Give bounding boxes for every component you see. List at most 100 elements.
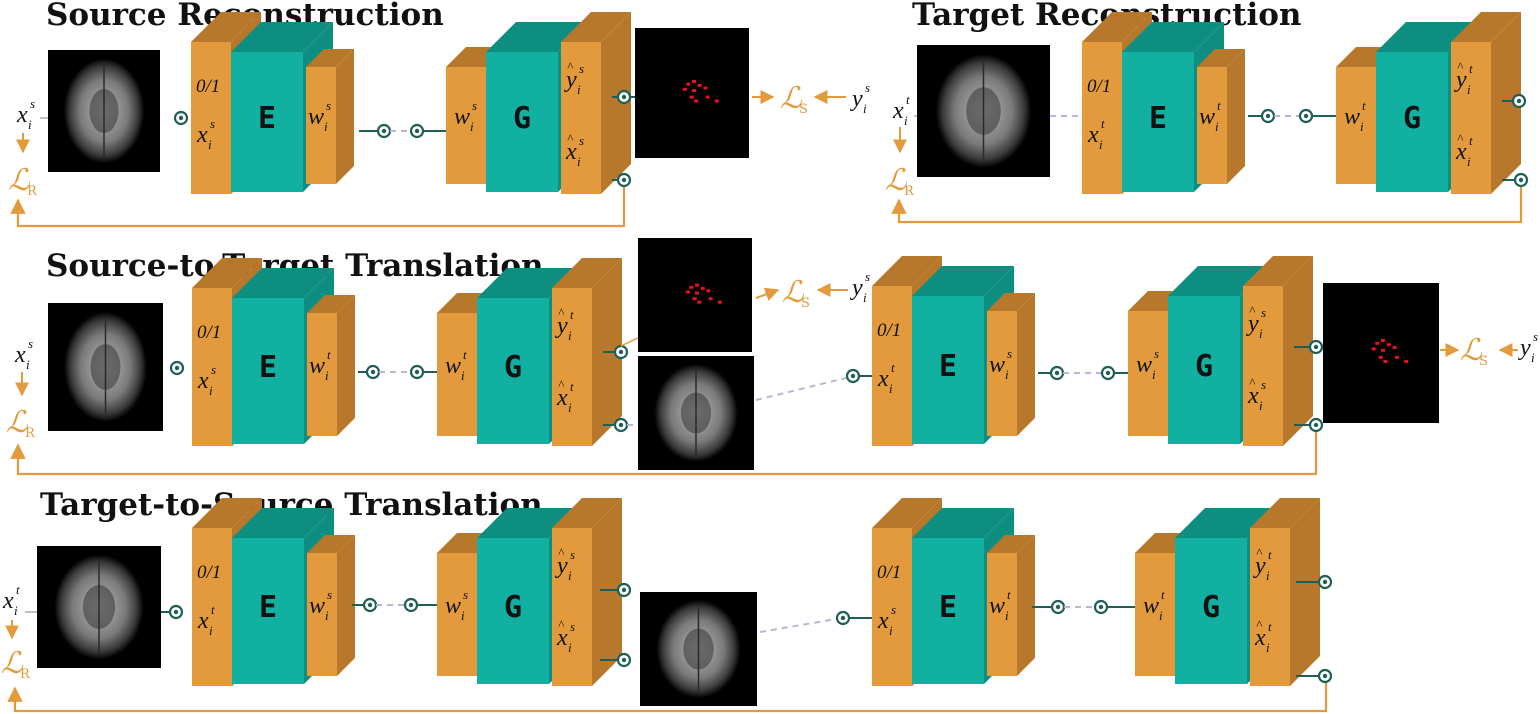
- r2-gen2-x-node: [1308, 417, 1324, 433]
- r2-seg-to-loss: [755, 287, 780, 301]
- r1t-enc-binary-label: 0/1: [1087, 76, 1111, 97]
- r2-gen2-latent-slab-front: [1128, 311, 1168, 436]
- r2-gen2-output-slab-side: [1283, 256, 1313, 446]
- r2-predicted-seg-lesion-5: [685, 290, 690, 294]
- r3-enc2-out-node: [1050, 599, 1066, 615]
- r1-gen-xhat-label-index: i: [577, 154, 581, 169]
- r2-enc2-input-slab-front: [872, 286, 912, 446]
- r3-loss-r-subscript: R: [20, 667, 31, 682]
- r1-gen-w-label-index: i: [470, 119, 474, 134]
- r1-gen-yhat-label-index: i: [577, 82, 581, 97]
- r3-enc-input-slab-top: [192, 498, 262, 528]
- r2-predicted-seg-2-lesion-9: [1378, 355, 1383, 359]
- r2-predicted-seg-2-lesion-6: [1394, 355, 1399, 359]
- r3-enc2-out-node-dot: [1055, 604, 1061, 610]
- r2-loss-s: ℒS: [782, 275, 810, 311]
- r1-gen-output-slab: [561, 12, 631, 194]
- r1-gen-yhat-label-symbol: y: [564, 67, 577, 93]
- r2-enc-out-node-dot: [370, 369, 376, 375]
- r2-enc-input-slab-front: [192, 288, 232, 446]
- r2-enc2-x-label-index: i: [889, 381, 893, 396]
- r2-enc2-latent-slab-top: [987, 293, 1035, 311]
- r2-predicted-seg-lesion-2: [700, 287, 705, 291]
- r3-gen2-in-node-dot: [1098, 604, 1104, 610]
- r3-translated-dash: [759, 618, 837, 633]
- r3-enc-encoder-letter: E: [259, 590, 277, 625]
- r2-enc2-teal-block-top: [912, 266, 1014, 296]
- r1-label-y-symbol: y: [850, 86, 863, 112]
- r1-gen-output-slab-top: [561, 12, 631, 42]
- r1t-gen-latent-slab-front: [1336, 67, 1376, 184]
- r1-source-mri: [48, 50, 160, 172]
- r3-input-x-symbol: x: [2, 588, 14, 614]
- r2-predicted-seg-2: [1323, 283, 1439, 423]
- r2-gen-output-slab-top: [552, 258, 622, 288]
- r2-gen2-in-node: [1100, 365, 1116, 381]
- r1-predicted-seg-lesion-5: [682, 87, 687, 91]
- r1-enc-w-label-symbol: w: [308, 104, 324, 130]
- r3-x-out-node: [616, 652, 632, 668]
- r2-loss-s-2-subscript: S: [1479, 354, 1488, 369]
- r2-gen-yhat-label-index: i: [568, 328, 572, 343]
- r2-gen2-yhat-label-symbol: y: [1246, 311, 1259, 337]
- r2-gen2-x-node-dot: [1313, 422, 1319, 428]
- r3-gen2-w-label-domain: t: [1161, 587, 1165, 602]
- r2-predicted-seg-lesion-0: [689, 285, 694, 289]
- r1t-gen-in-node-dot: [1303, 113, 1309, 119]
- r2-predicted-seg-lesion-3: [706, 289, 711, 293]
- r2-label-y-2-domain: s: [1533, 329, 1538, 344]
- r3-enc-out-node-dot: [367, 602, 373, 608]
- r3-gen2-xhat-label-symbol: x: [1254, 625, 1266, 651]
- r2-enc-latent-slab: [307, 295, 355, 436]
- r2-predicted-seg-lesion-7: [697, 300, 702, 304]
- r2-enc2-encoder-letter: E: [939, 349, 957, 384]
- r1-loss-r-subscript: R: [27, 184, 38, 199]
- r3-gen-output-slab-side: [592, 498, 622, 686]
- r3-gen-w-label-symbol: w: [445, 593, 461, 619]
- r1t-gen-generator-letter: G: [1403, 101, 1421, 136]
- r1-x-out-node: [616, 172, 632, 188]
- r3-enc-in-node-dot: [173, 609, 179, 615]
- r1-feedback-path: [10, 180, 626, 228]
- r1-loss-s-symbol: ℒ: [780, 81, 803, 116]
- r3-enc2-teal-block-front: [912, 538, 984, 684]
- r1-enc-x-label-index: i: [208, 137, 212, 152]
- r2-loss-r: ℒR: [6, 405, 36, 441]
- r1t-gen-yhat-label-hat: ^: [1457, 59, 1464, 74]
- r1t-enc-w-label-symbol: w: [1199, 104, 1215, 130]
- r3-gen2-generator-letter: G: [1202, 590, 1220, 625]
- r3-x-out-node-dot: [621, 657, 627, 663]
- r3-enc-teal-block-front: [232, 538, 304, 684]
- r3-enc2-w-label-symbol: w: [989, 593, 1005, 619]
- r2-enc-out-node: [365, 364, 381, 380]
- r1t-gen-yhat-label-symbol: y: [1454, 67, 1467, 93]
- r3-gen-teal-block-front: [477, 538, 549, 684]
- r2-enc2-binary-label: 0/1: [877, 320, 901, 341]
- r2-loss-r-subscript: R: [25, 426, 36, 441]
- r1t-loss-r-symbol: ℒ: [885, 163, 908, 198]
- r2-gen2-xhat-label-domain: s: [1261, 377, 1266, 392]
- r1-input-x-domain: s: [30, 96, 35, 111]
- r2-gen-generator-letter: G: [504, 350, 522, 385]
- r1t-enc-encoder-letter: E: [1149, 101, 1167, 136]
- r2-predicted-seg-2-lesion-0: [1375, 341, 1380, 345]
- r2-label-y-index: i: [863, 290, 867, 305]
- r2-loss-s-symbol: ℒ: [782, 275, 805, 310]
- r1t-input-x-symbol: x: [892, 98, 904, 124]
- r3-input-x-domain: t: [16, 582, 20, 597]
- r1-y-out-node: [616, 89, 632, 105]
- r3-gen2-output-slab-front: [1250, 528, 1290, 686]
- r3-enc2-latent-slab-top: [987, 535, 1035, 553]
- r1-gen-xhat-label-symbol: x: [565, 139, 577, 165]
- r1t-enc-input-slab-front: [1082, 42, 1122, 194]
- r1-enc-w-label-index: i: [324, 119, 328, 134]
